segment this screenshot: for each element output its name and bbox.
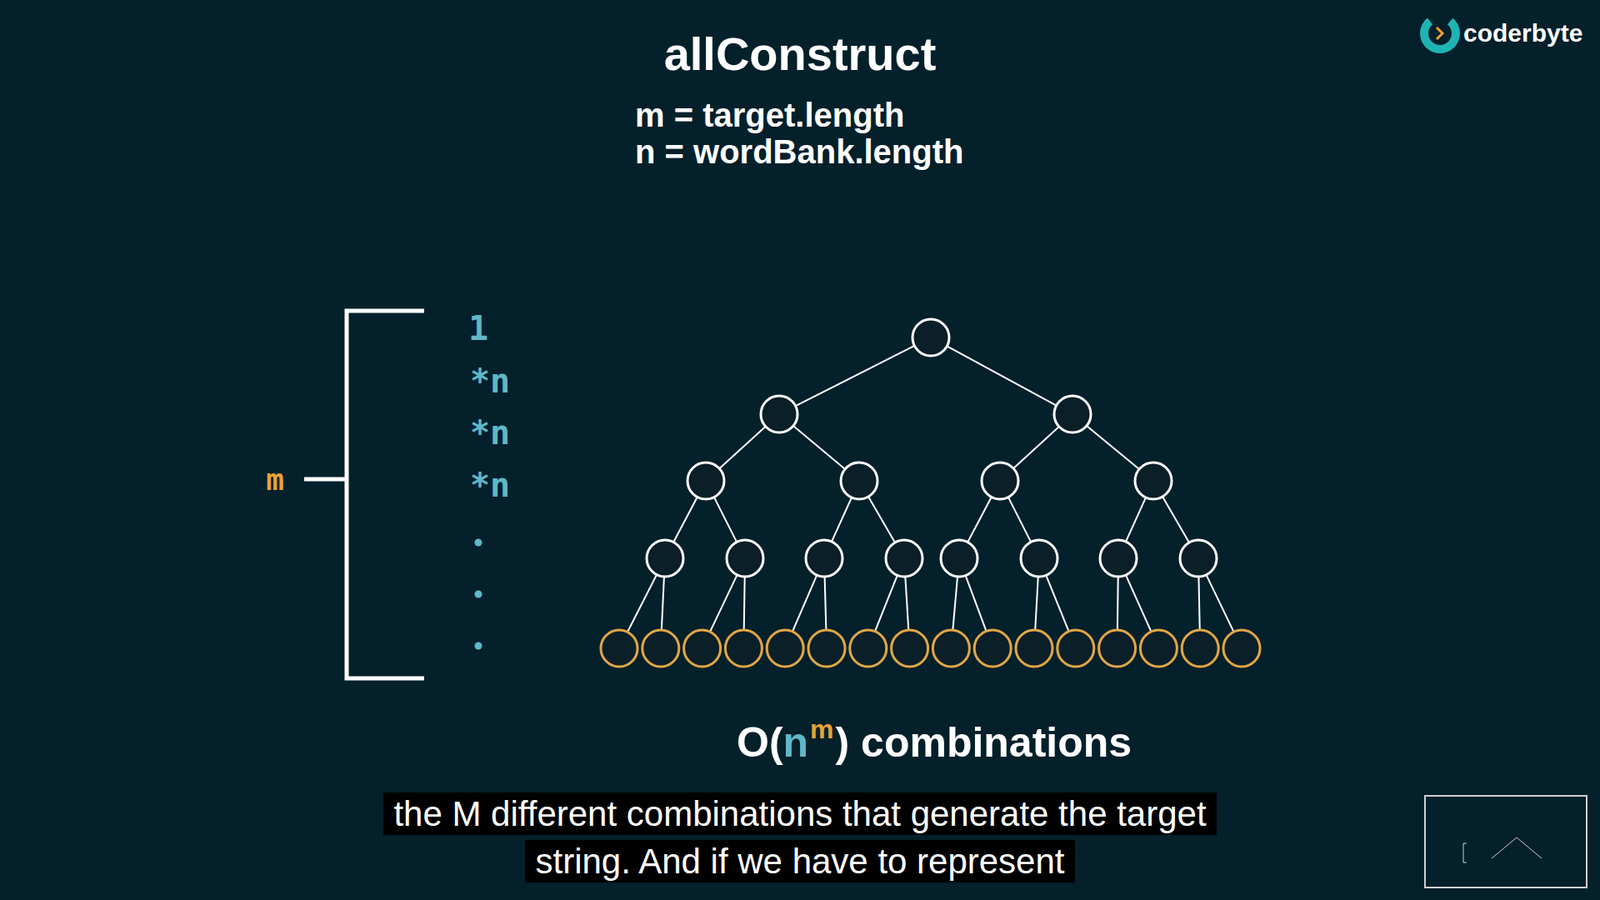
tree-edge <box>673 496 697 542</box>
bracket <box>304 310 425 679</box>
tree-edge <box>946 345 1056 405</box>
tree-edge <box>627 575 657 633</box>
leaf-node <box>1223 630 1260 667</box>
leaf-node <box>850 630 887 667</box>
formula-part: O( <box>736 718 784 767</box>
leaf-node <box>808 630 845 667</box>
tree-edge <box>661 576 665 630</box>
factor: *n <box>470 465 510 505</box>
tree-edge <box>792 575 817 632</box>
tree-edge <box>1206 575 1235 632</box>
logo-ring <box>1420 17 1460 54</box>
factor: 1 <box>468 309 489 348</box>
factor: *n <box>470 361 510 400</box>
formula-exponent: m <box>810 714 834 745</box>
logo-icon <box>1420 17 1460 54</box>
tree-edge <box>952 576 958 630</box>
tree-node <box>1180 540 1217 577</box>
tree-edge <box>795 345 915 406</box>
tree-node <box>840 462 878 500</box>
tree-node <box>1100 540 1137 577</box>
tree-edge <box>1008 497 1031 543</box>
tree-node <box>940 540 978 577</box>
bracket-label: m <box>265 462 285 497</box>
thumbnail-frame <box>1425 795 1587 888</box>
tree-edge <box>831 497 852 542</box>
subtitle: the M different combinations that genera… <box>383 792 1216 883</box>
bracket-line <box>346 310 425 679</box>
leaf-node <box>1057 630 1095 667</box>
tree-edge <box>1125 575 1151 632</box>
tree-node <box>1135 462 1172 500</box>
definition: m = target.length <box>635 96 905 135</box>
tree-node <box>646 540 684 577</box>
factor: *n <box>470 413 510 452</box>
tree-node <box>981 462 1019 500</box>
formula-part: ) combinations <box>835 718 1133 767</box>
complexity-formula: O(nm) combinations <box>736 718 1132 767</box>
tree-edge <box>714 497 737 543</box>
tree-edge <box>1198 576 1200 630</box>
ellipsis-dot <box>475 539 483 547</box>
leaf-node <box>600 630 638 667</box>
leaf-node <box>725 630 762 667</box>
leaf-node <box>1015 630 1053 667</box>
leaf-node <box>974 630 1011 667</box>
tree-edge <box>868 496 895 543</box>
tree-edge <box>1116 576 1120 630</box>
tree-edge <box>875 575 898 631</box>
subtitle-box: the M different combinations that genera… <box>383 790 1217 885</box>
tree-node <box>1020 540 1058 577</box>
tree-edge <box>719 426 765 469</box>
leaf-node <box>891 630 929 667</box>
leaf-node <box>932 630 970 667</box>
tree-edge <box>967 496 991 542</box>
tree-node <box>805 540 843 577</box>
tree-edge <box>825 576 827 630</box>
tree-edge <box>1035 576 1039 630</box>
leaf-node <box>684 630 721 667</box>
title: allConstruct <box>664 26 937 81</box>
tree-node <box>1054 395 1091 433</box>
definition: n = wordBank.length <box>635 133 964 171</box>
bracket-tick <box>304 477 347 482</box>
tree-edge <box>1045 575 1069 631</box>
tree-node <box>885 540 923 577</box>
tree-edge <box>743 576 746 630</box>
tree-edge <box>793 425 845 470</box>
leaf-node <box>1181 630 1219 667</box>
logo-text: coderbyte <box>1463 19 1583 48</box>
tree-edge <box>1086 425 1140 470</box>
tree-node <box>687 462 725 500</box>
ellipsis-dot <box>475 590 483 599</box>
leaf-node <box>642 630 680 667</box>
tree-edge <box>1125 497 1146 542</box>
tree-edge <box>1013 426 1060 469</box>
logo-chevron <box>1436 27 1443 40</box>
tree-edge <box>710 575 737 632</box>
tree-edge <box>905 576 909 630</box>
tree-node <box>760 395 798 433</box>
thumbnail-sketch <box>1463 837 1542 863</box>
ellipsis-dot <box>475 642 483 650</box>
tree-node <box>912 319 950 356</box>
leaf-node <box>1099 630 1136 667</box>
tree-node <box>726 540 764 577</box>
tree-edge <box>1162 496 1190 543</box>
formula-base: n <box>783 718 810 767</box>
leaf-node <box>766 630 804 667</box>
tree-edge <box>965 575 987 632</box>
leaf-node <box>1140 630 1177 667</box>
thumbnail <box>1425 795 1587 888</box>
